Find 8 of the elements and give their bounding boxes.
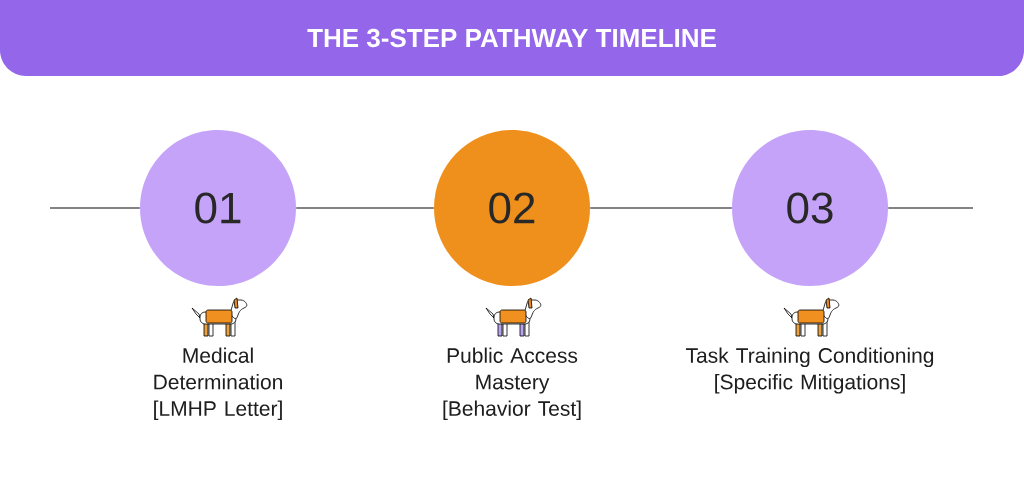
timeline-line xyxy=(589,207,733,209)
timeline-line xyxy=(295,207,435,209)
timeline-line xyxy=(49,207,141,209)
step-description: Medical Determination [LMHP Letter] xyxy=(154,347,282,421)
step-description: Task Training Conditioning [Specific Mitigations] xyxy=(685,347,934,394)
timeline-line xyxy=(887,207,974,209)
step-description: Public Access Mastery [Behavior Test] xyxy=(443,347,581,421)
title-banner: THE 3-STEP PATHWAY TIMELINE xyxy=(0,0,1024,76)
